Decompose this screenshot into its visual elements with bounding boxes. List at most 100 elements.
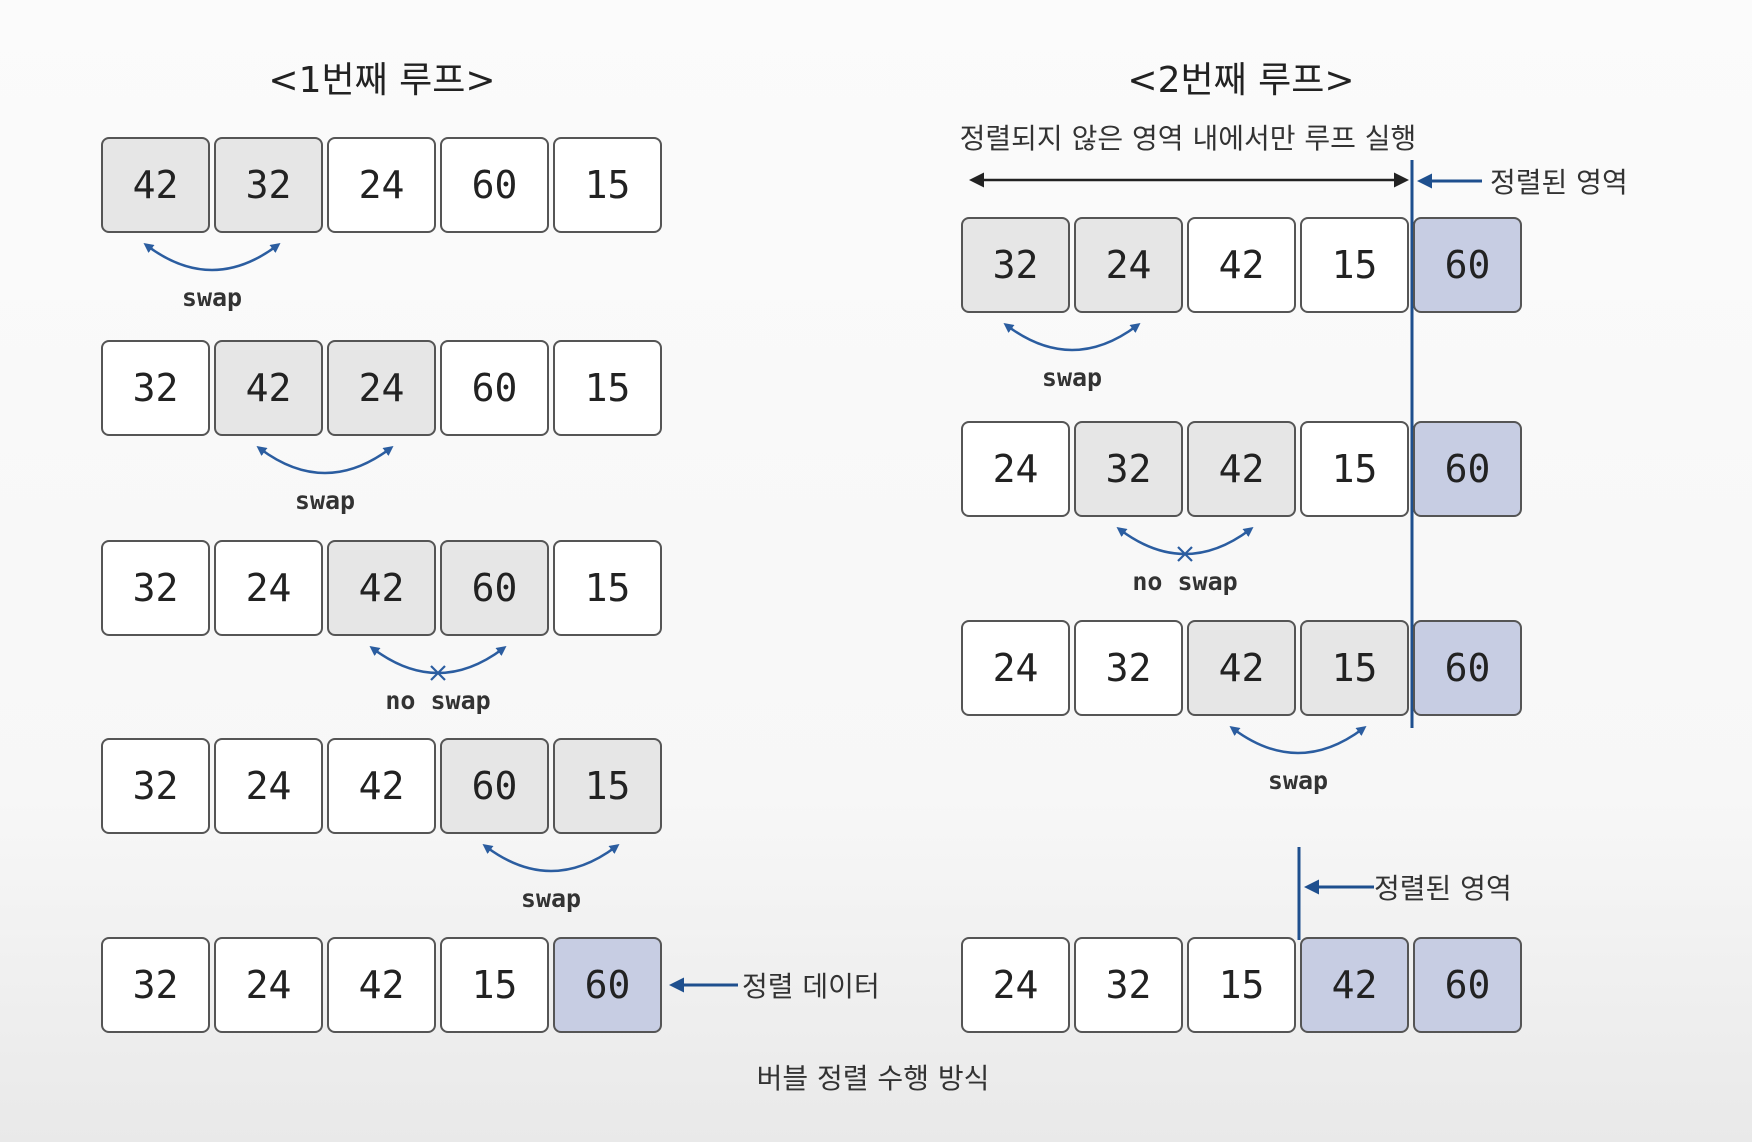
- array-cell: [553, 937, 662, 1033]
- cell-value: 32: [133, 566, 179, 610]
- array-cell: [1187, 937, 1296, 1033]
- array-rows: 42 32 24 60 15 swap 32 42 24 60 15 swap 32 24 42 60 15 no…: [101, 137, 1522, 1033]
- array-cell: [440, 340, 549, 436]
- array-cell: [1074, 620, 1183, 716]
- cell-value: 32: [1106, 646, 1152, 690]
- array-cell: [1074, 421, 1183, 517]
- array-cell: [214, 137, 323, 233]
- array-cell: [1074, 937, 1183, 1033]
- cell-value: 15: [1332, 646, 1378, 690]
- cell-value: 15: [1332, 243, 1378, 287]
- array-cell: [553, 540, 662, 636]
- cell-value: 60: [472, 764, 518, 808]
- right-loop-title: <2번째 루프>: [1127, 60, 1354, 101]
- cell-value: 15: [585, 163, 631, 207]
- array-cell: [440, 738, 549, 834]
- cell-value: 32: [1106, 447, 1152, 491]
- cell-value: 24: [359, 163, 405, 207]
- sorted-data-label: 정렬 데이터: [742, 970, 880, 1003]
- swap-arc: [256, 446, 394, 475]
- swap-label: swap: [1042, 363, 1102, 392]
- swap-arc: [143, 243, 281, 272]
- right-step-1-row: 32 24 42 15 60 swap: [961, 217, 1522, 392]
- array-cell: [440, 937, 549, 1033]
- array-cell: [327, 540, 436, 636]
- cell-value: 60: [1445, 243, 1491, 287]
- swap-arc: [1003, 323, 1141, 352]
- cell-value: 15: [585, 566, 631, 610]
- array-cell: [961, 620, 1070, 716]
- swap-label: no swap: [385, 686, 490, 715]
- array-cell: [214, 540, 323, 636]
- cell-value: 32: [993, 243, 1039, 287]
- array-cell: [1413, 421, 1522, 517]
- array-cell: [101, 340, 210, 436]
- array-cell: [1300, 620, 1409, 716]
- swap-arc: [1116, 527, 1254, 556]
- cell-value: 15: [1219, 963, 1265, 1007]
- swap-arc: [482, 844, 620, 873]
- cell-value: 42: [359, 566, 405, 610]
- cell-value: 60: [472, 566, 518, 610]
- cell-value: 15: [585, 764, 631, 808]
- no-swap-mark-icon: [430, 665, 446, 681]
- array-cell: [327, 738, 436, 834]
- array-cell: [553, 137, 662, 233]
- cell-value: 60: [1445, 447, 1491, 491]
- array-cell: [214, 738, 323, 834]
- cell-value: 42: [1219, 447, 1265, 491]
- array-cell: [327, 937, 436, 1033]
- array-cell: [214, 937, 323, 1033]
- cell-value: 42: [1219, 243, 1265, 287]
- cell-value: 32: [133, 764, 179, 808]
- array-cell: [553, 738, 662, 834]
- cell-value: 42: [246, 366, 292, 410]
- cell-value: 60: [1445, 646, 1491, 690]
- cell-value: 42: [1332, 963, 1378, 1007]
- array-cell: [1187, 217, 1296, 313]
- array-cell: [327, 137, 436, 233]
- no-swap-mark-icon: [1177, 546, 1193, 562]
- cell-value: 15: [472, 963, 518, 1007]
- cell-value: 32: [1106, 963, 1152, 1007]
- cell-value: 24: [246, 764, 292, 808]
- array-cell: [1300, 421, 1409, 517]
- array-cell: [101, 738, 210, 834]
- cell-value: 24: [1106, 243, 1152, 287]
- cell-value: 32: [246, 163, 292, 207]
- array-cell: [961, 937, 1070, 1033]
- array-cell: [440, 540, 549, 636]
- unsorted-range-note: 정렬되지 않은 영역 내에서만 루프 실행: [960, 122, 1417, 155]
- array-cell: [101, 937, 210, 1033]
- cell-value: 32: [133, 366, 179, 410]
- result-sorted-label: 정렬된 영역: [1374, 872, 1512, 905]
- array-cell: [1413, 937, 1522, 1033]
- array-cell: [961, 421, 1070, 517]
- cell-value: 32: [133, 963, 179, 1007]
- cell-value: 60: [585, 963, 631, 1007]
- cell-value: 15: [585, 366, 631, 410]
- swap-arc: [1229, 726, 1367, 755]
- cell-value: 24: [993, 646, 1039, 690]
- cell-value: 42: [359, 963, 405, 1007]
- array-cell: [214, 340, 323, 436]
- swap-label: swap: [295, 486, 355, 515]
- cell-value: 24: [359, 366, 405, 410]
- array-cell: [327, 340, 436, 436]
- array-cell: [440, 137, 549, 233]
- cell-value: 15: [1332, 447, 1378, 491]
- cell-value: 42: [359, 764, 405, 808]
- swap-arc: [369, 646, 507, 675]
- cell-value: 42: [1219, 646, 1265, 690]
- array-cell: [961, 217, 1070, 313]
- array-cell: [1300, 937, 1409, 1033]
